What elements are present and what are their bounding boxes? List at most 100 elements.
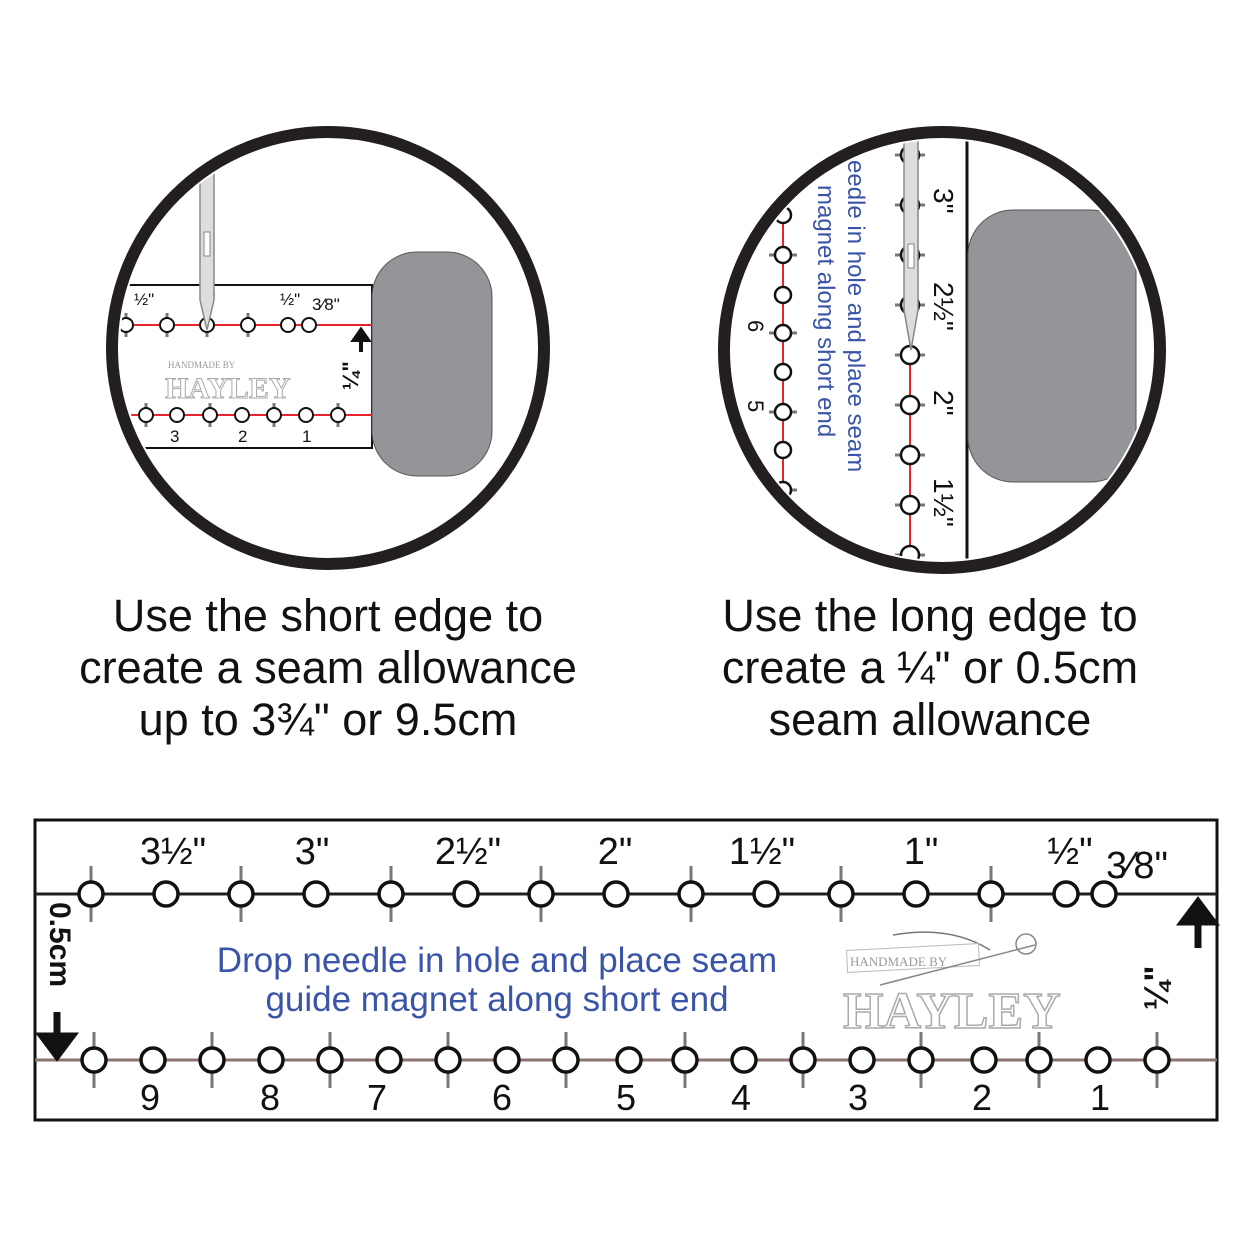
needle-icon — [903, 140, 919, 351]
inch-label: ½" — [134, 290, 154, 309]
magnet — [371, 251, 493, 477]
logo-big-text: HAYLEY — [165, 372, 291, 405]
needle-hole — [434, 1046, 462, 1074]
needle-hole — [280, 317, 296, 333]
cm-label: 6 — [743, 320, 768, 332]
needle-hole — [902, 880, 930, 908]
needle-hole — [452, 880, 480, 908]
inch-label: 3⁄8" — [1106, 845, 1168, 887]
thread-icon — [892, 931, 991, 951]
needle-hole — [899, 394, 921, 416]
needle-hole — [301, 317, 317, 333]
inch-label: 2½" — [928, 282, 959, 331]
instruction-text: Drop needle in hole and place seam — [217, 941, 777, 980]
needle-hole — [773, 323, 793, 343]
needle-hole — [827, 880, 855, 908]
needle-hole — [552, 1046, 580, 1074]
inch-label: 2" — [598, 831, 633, 873]
inch-label: 1½" — [729, 831, 795, 873]
cm-label: 2 — [238, 427, 247, 446]
arrow-up-icon — [350, 326, 372, 352]
needle-hole — [907, 1046, 935, 1074]
needle-eye — [907, 243, 915, 269]
caption-line: create a ¼" or 0.5cm — [721, 642, 1139, 693]
magnet — [967, 209, 1137, 483]
inch-label: 1½" — [928, 478, 959, 527]
needle-hole — [202, 407, 218, 423]
needle-hole — [970, 1046, 998, 1074]
needle-hole — [316, 1046, 344, 1074]
needle-icon — [879, 944, 1036, 986]
hayley-logo: HANDMADE BY HAYLEY — [842, 931, 1061, 1041]
cm-label: 5 — [743, 400, 768, 412]
needle-hole — [1143, 1046, 1171, 1074]
cm-label: 5 — [616, 1077, 636, 1118]
cm-label: 6 — [492, 1077, 512, 1118]
logo-tag — [845, 943, 981, 973]
needle-hole — [1052, 880, 1080, 908]
needle-hole — [375, 1046, 403, 1074]
needle-hole — [752, 880, 780, 908]
needle-hole — [377, 880, 405, 908]
cm-label: 1 — [1090, 1077, 1110, 1118]
needle-hole — [493, 1046, 521, 1074]
needle-hole — [234, 407, 250, 423]
needle-hole — [169, 407, 185, 423]
needle-hole — [227, 880, 255, 908]
needle-hole — [671, 1046, 699, 1074]
needle-hole — [977, 880, 1005, 908]
needle-hole — [198, 1046, 226, 1074]
needle-hole — [773, 440, 793, 460]
needle-hole — [527, 880, 555, 908]
instruction-text: eedle in hole and place seam — [842, 160, 869, 472]
needle-hole — [773, 285, 793, 305]
caption-line: Use the short edge to — [112, 590, 544, 641]
inch-label: 2½" — [435, 831, 501, 873]
needle-hole — [302, 880, 330, 908]
cm-label: 9 — [140, 1077, 160, 1118]
short-edge-inset: ½" 1" ½" 3⁄8" 3 2 1 ¼" HANDMADE BY HAYLE… — [120, 149, 493, 477]
short-edge-caption: Use the short edge to create a seam allo… — [20, 590, 636, 746]
long-edge-inset: 3" 2½" 2" 1½" 6 5 eedle in hole and plac… — [743, 140, 1137, 560]
needle-hole — [1084, 1046, 1112, 1074]
needle-hole — [602, 880, 630, 908]
inch-label: 3½" — [140, 831, 206, 873]
caption-line: up to 3¾" or 9.5cm — [138, 694, 518, 745]
long-edge-caption: Use the long edge to create a ¼" or 0.5c… — [622, 590, 1238, 746]
needle-hole — [899, 444, 921, 466]
cm-label: 7 — [367, 1077, 387, 1118]
instruction-text: magnet along short end — [812, 185, 839, 437]
caption-line: seam allowance — [768, 694, 1092, 745]
half-cm-marker: 0.5cm — [43, 902, 76, 987]
needle-hole — [330, 407, 346, 423]
needle-hole — [152, 880, 180, 908]
needle-hole — [120, 317, 134, 333]
needle-hole — [730, 1046, 758, 1074]
needle-hole — [257, 1046, 285, 1074]
instruction-text: guide magnet along short end — [265, 980, 728, 1019]
needle-hole — [677, 880, 705, 908]
inch-label: ½" — [280, 290, 300, 309]
arrow-up-icon — [1176, 896, 1220, 948]
needle-hole — [899, 344, 921, 366]
caption-line: Use the long edge to — [722, 590, 1138, 641]
needle-hole — [240, 317, 256, 333]
needle-hole — [773, 402, 793, 422]
needle-hole — [159, 317, 175, 333]
cm-label: 3 — [170, 427, 179, 446]
magnifier-circle — [718, 126, 1166, 574]
needle-hole — [848, 1046, 876, 1074]
cm-label: 4 — [731, 1077, 751, 1118]
needle-eye — [1015, 933, 1037, 955]
needle-hole — [773, 362, 793, 382]
needle-eye — [203, 231, 211, 257]
needle-hole — [615, 1046, 643, 1074]
quarter-inch-marker: ¼" — [338, 361, 363, 390]
cm-label: 2 — [972, 1077, 992, 1118]
cm-label: 3 — [848, 1077, 868, 1118]
inch-label: ½" — [1047, 831, 1092, 873]
needle-hole — [138, 407, 154, 423]
needle-hole — [139, 1046, 167, 1074]
magnifier-circle — [106, 126, 550, 570]
